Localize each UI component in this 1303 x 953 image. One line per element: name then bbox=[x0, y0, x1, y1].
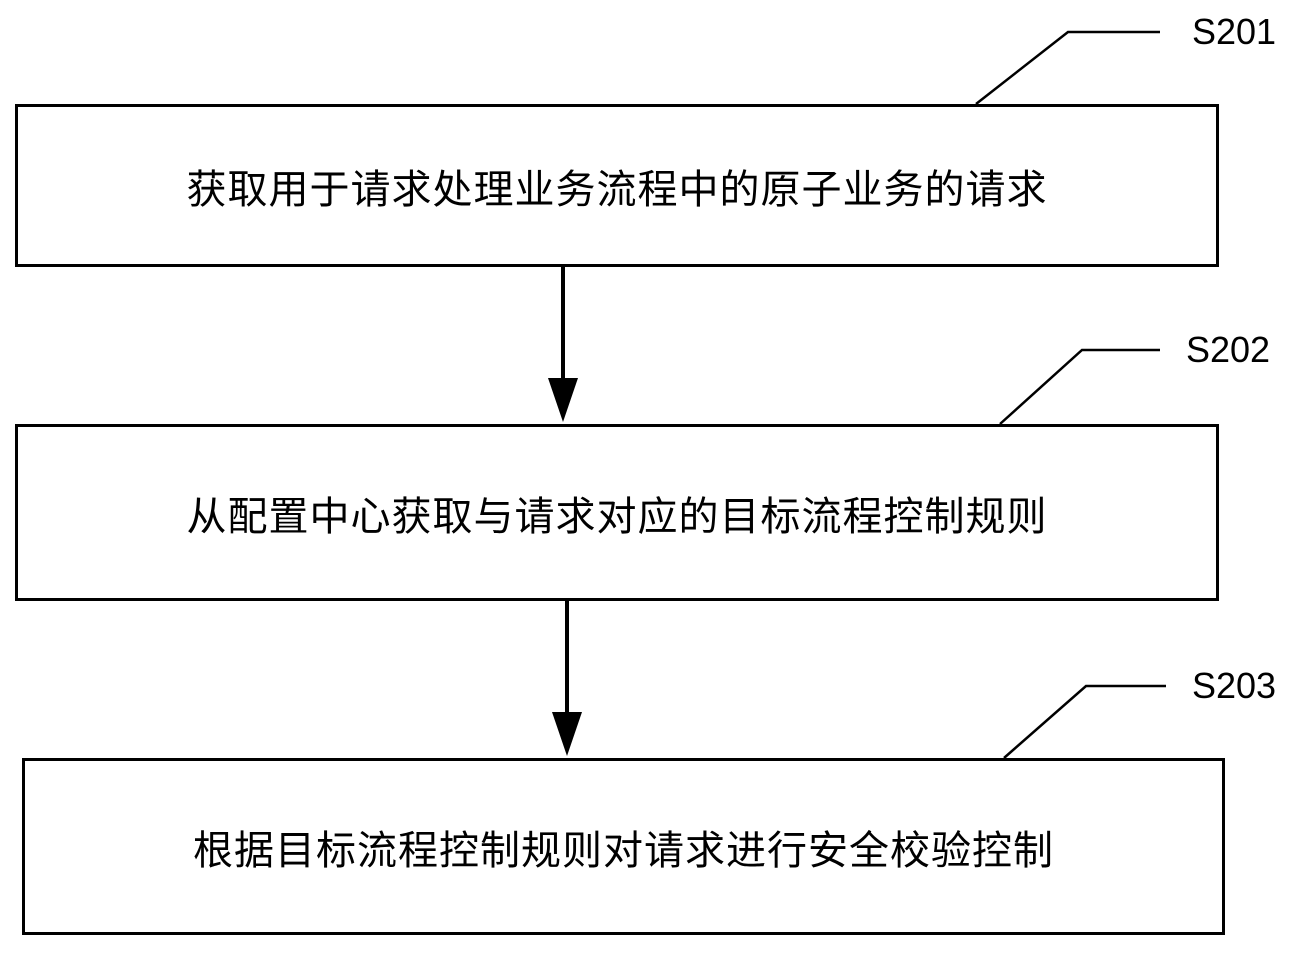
arrowhead-1 bbox=[548, 378, 578, 422]
step-label-s203: S203 bbox=[1192, 665, 1277, 706]
leader-line-s203 bbox=[1003, 684, 1166, 759]
step-box-s201: 获取用于请求处理业务流程中的原子业务的请求 bbox=[15, 104, 1219, 267]
leader-line-s202 bbox=[999, 348, 1160, 425]
step-text-s203: 根据目标流程控制规则对请求进行安全校验控制 bbox=[193, 827, 1054, 874]
step-text-s201: 获取用于请求处理业务流程中的原子业务的请求 bbox=[186, 166, 1048, 213]
step-text-s202: 从配置中心获取与请求对应的目标流程控制规则 bbox=[186, 493, 1048, 540]
step-label-s201: S201 bbox=[1192, 11, 1277, 52]
step-box-s202: 从配置中心获取与请求对应的目标流程控制规则 bbox=[15, 424, 1219, 601]
step-label-s202: S202 bbox=[1186, 329, 1271, 370]
arrowhead-2 bbox=[552, 712, 582, 756]
step-box-s203: 根据目标流程控制规则对请求进行安全校验控制 bbox=[22, 758, 1225, 935]
leader-line-s201 bbox=[975, 30, 1160, 105]
